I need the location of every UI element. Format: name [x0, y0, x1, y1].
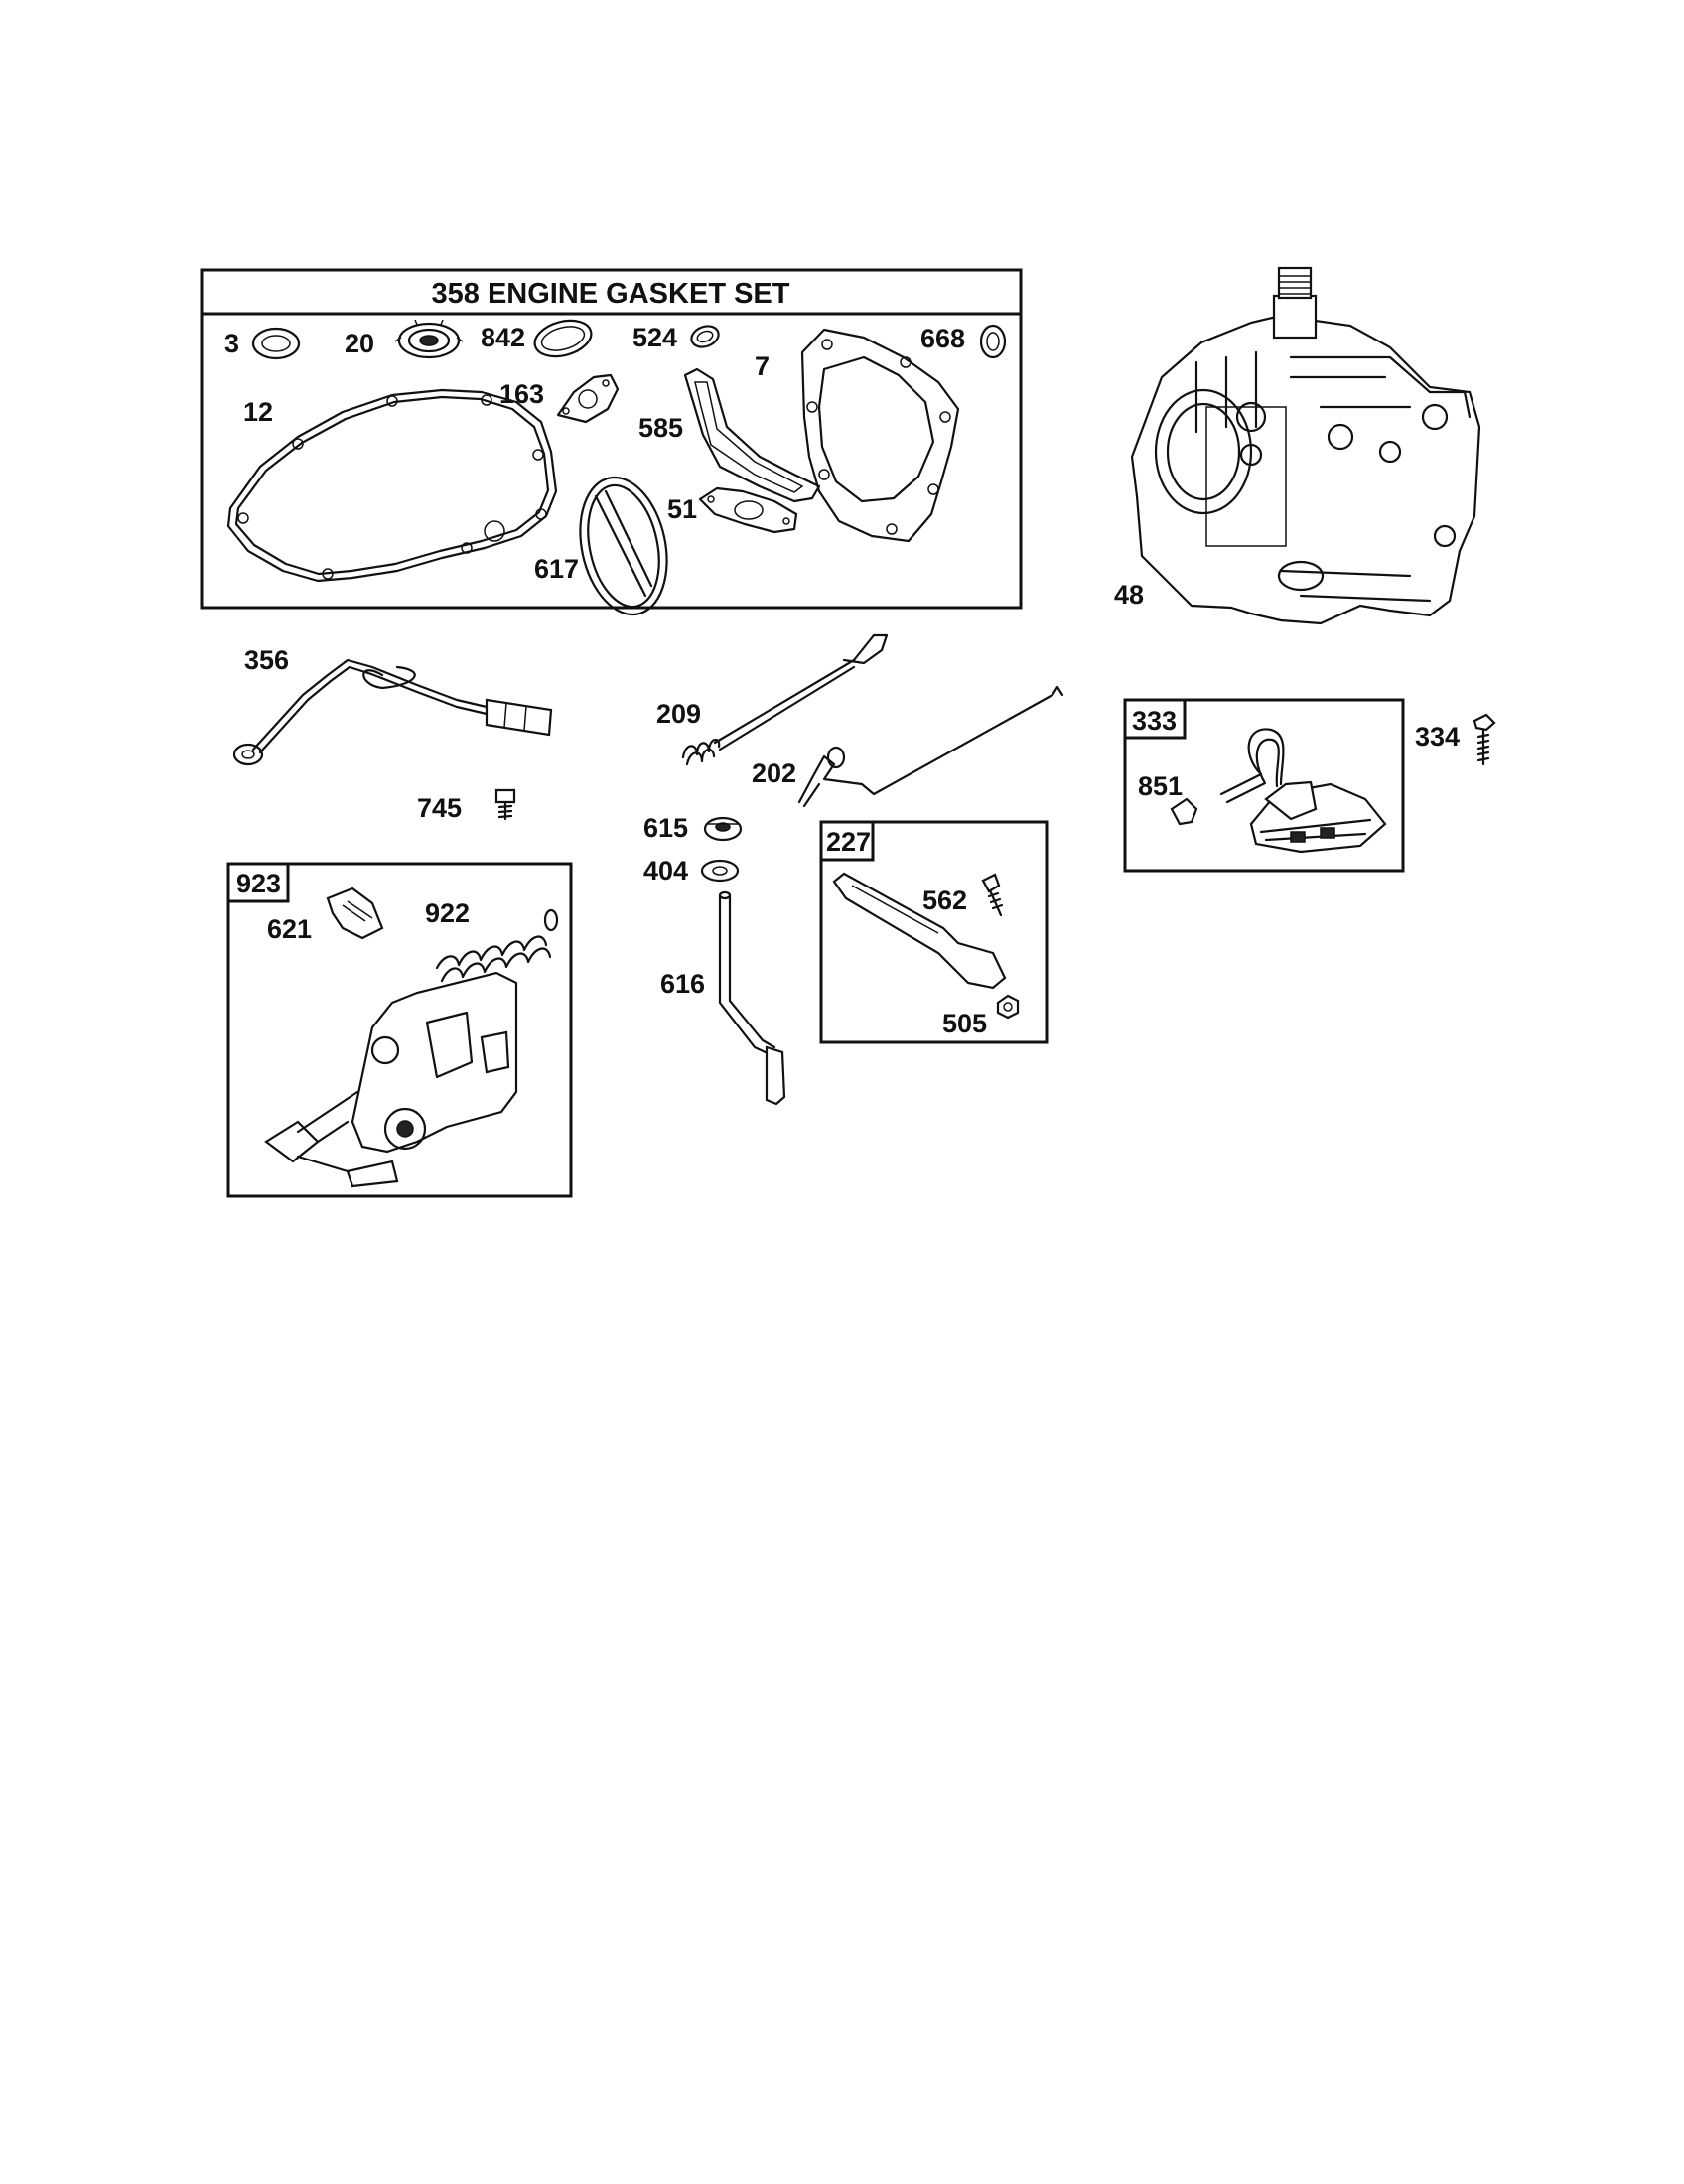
label-51: 51 [667, 494, 697, 524]
label-3: 3 [224, 329, 239, 358]
label-20: 20 [345, 329, 374, 358]
label-334: 334 [1415, 722, 1460, 751]
part-163-gasket: 163 [499, 373, 620, 424]
part-615-seal: 615 [643, 813, 743, 843]
part-227-lever-box: 227 562 505 [819, 820, 1049, 1044]
part-209-spring-link: 209 [656, 633, 889, 766]
part-12-crankcase-gasket: 12 [226, 388, 558, 583]
engine-gasket-set-box: 358 ENGINE GASKET SET [200, 268, 1023, 610]
part-7-head-gasket: 7 [755, 328, 960, 543]
label-668: 668 [920, 324, 965, 353]
label-617: 617 [534, 554, 579, 584]
part-51-gasket: 51 [667, 486, 798, 534]
part-333-armature-box: 333 851 [1123, 698, 1405, 873]
label-333: 333 [1132, 706, 1177, 736]
part-668-washer: 668 [920, 324, 1007, 359]
label-404: 404 [643, 856, 688, 886]
label-851: 851 [1138, 771, 1183, 801]
label-562: 562 [922, 886, 967, 915]
part-20-oil-seal: 20 [345, 319, 464, 359]
label-12: 12 [243, 397, 273, 427]
label-621: 621 [267, 914, 312, 944]
part-616-shaft: 616 [660, 890, 786, 1106]
label-48: 48 [1114, 580, 1144, 610]
label-842: 842 [481, 323, 525, 352]
part-923-control-box: 923 621 922 [226, 862, 573, 1198]
gasket-set-title: 358 ENGINE GASKET SET [432, 278, 790, 310]
part-3-seal: 3 [224, 327, 301, 360]
part-524-ring: 524 [632, 323, 720, 352]
label-7: 7 [755, 351, 770, 381]
part-745-screw: 745 [417, 788, 516, 823]
part-356-wire: 356 [232, 645, 553, 766]
label-227: 227 [826, 827, 871, 857]
part-617-ring: 617 [534, 476, 668, 616]
label-615: 615 [643, 813, 688, 843]
part-585-gasket: 585 [638, 367, 821, 503]
label-745: 745 [417, 793, 462, 823]
label-616: 616 [660, 969, 705, 999]
label-524: 524 [632, 323, 677, 352]
part-334-bolt: 334 [1415, 713, 1496, 766]
label-356: 356 [244, 645, 289, 675]
part-48-crankcase: 48 [1114, 266, 1481, 625]
label-585: 585 [638, 413, 683, 443]
part-202-link: 202 [752, 685, 1064, 808]
label-209: 209 [656, 699, 701, 729]
label-163: 163 [499, 379, 544, 409]
label-922: 922 [425, 898, 470, 928]
label-202: 202 [752, 758, 796, 788]
label-923: 923 [236, 869, 281, 898]
part-404-washer: 404 [643, 856, 740, 886]
label-505: 505 [942, 1009, 987, 1038]
part-842-seal: 842 [481, 319, 593, 358]
